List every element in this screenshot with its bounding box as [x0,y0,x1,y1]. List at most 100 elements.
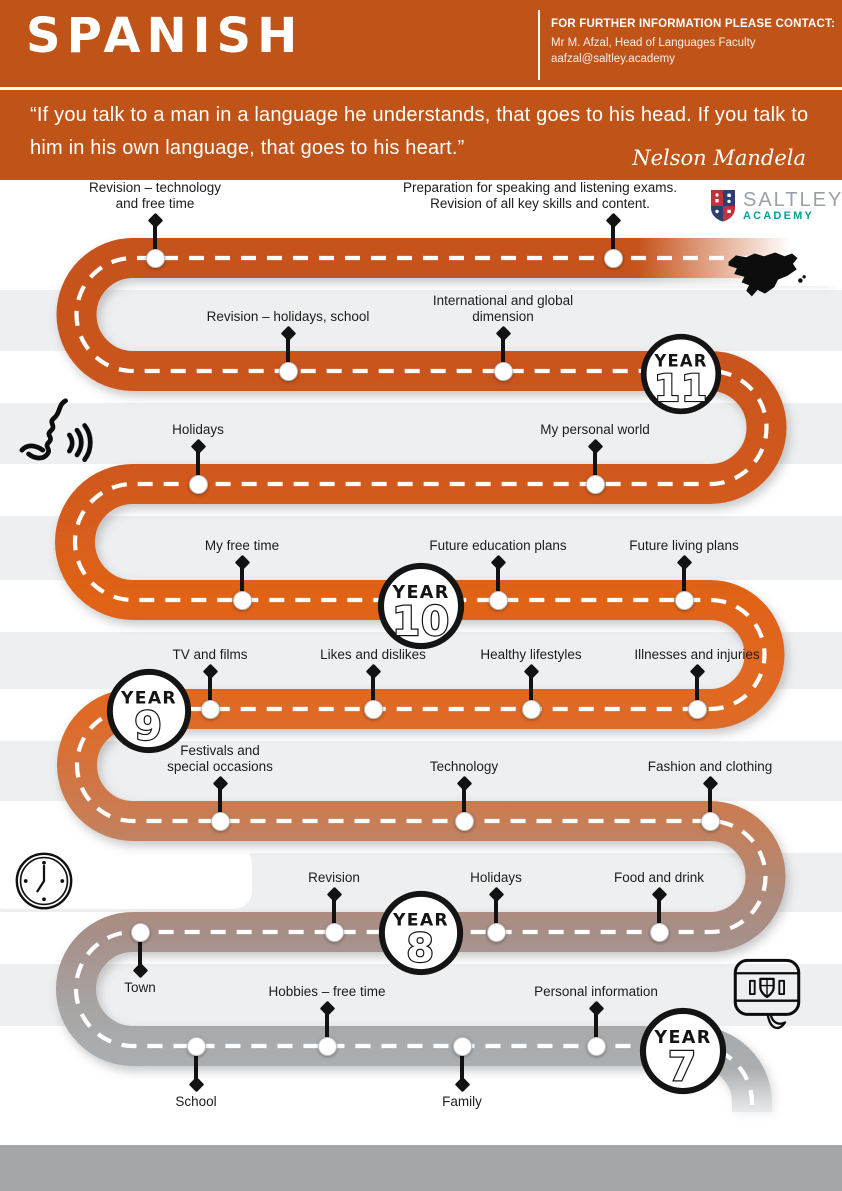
pin-stem [593,446,597,484]
year-number: 8 [406,925,435,971]
milestone-label: Personal information [534,984,658,999]
pin-stem [196,446,200,484]
pin-dot [521,699,541,719]
saltley-logo-text: SALTLEY ACADEMY [743,190,842,223]
header-rule [0,87,842,90]
milestone-label: Family [442,1094,482,1109]
quote-text: “If you talk to a man in a language he u… [30,104,809,159]
pin-stem [462,783,466,821]
contact-name: Mr M. Afzal, Head of Languages Faculty [551,37,756,49]
spain-map-icon [728,252,806,297]
pin-dot [278,361,298,381]
pin-dot [493,361,513,381]
pin-dot [585,474,605,494]
quote-attribution: Nelson Mandela [632,146,806,170]
pin-stem [153,220,157,258]
year-label: YEAR [653,1028,711,1048]
pin-stem [657,894,661,932]
saltley-logo: SALTLEY ACADEMY [710,189,842,223]
speaking-face-icon [19,398,93,463]
pin-stem [138,932,142,970]
milestone-label: School [175,1094,217,1109]
pin-stem [496,562,500,600]
pin-dot [324,922,344,942]
milestone-label: Healthy lifestyles [480,647,582,662]
milestone-label: Illnesses and injuries [634,647,760,662]
pin-dot [232,590,252,610]
milestone-label: Holidays [172,422,224,437]
footer-bar [0,1145,842,1191]
year-label: YEAR [392,910,449,930]
pin-stem [708,783,712,821]
milestone-label: Revision – holidays, school [206,309,370,324]
pin-stem [208,671,212,709]
milestone-label: My free time [204,538,280,553]
milestone-label: Future living plans [629,538,739,553]
saltley-shield-icon [711,190,735,222]
contact-email: aafzal@saltley.academy [551,53,675,65]
contact-block: FOR FURTHER INFORMATION PLEASE CONTACT: … [551,18,836,67]
contact-heading: FOR FURTHER INFORMATION PLEASE CONTACT: [551,18,835,30]
pin-stem [286,333,290,371]
pin-dot [454,811,474,831]
pin-dot [186,1036,206,1056]
year-number: 10 [392,597,450,645]
pin-dot [188,474,208,494]
saltley-academy-label: ACADEMY [743,209,815,222]
milestone-label: Holidays [470,870,522,885]
pin-stem [218,783,222,821]
pin-dot [488,590,508,610]
pin-stem [594,1008,598,1046]
milestone-label: Preparation for speaking and listening e… [403,180,677,211]
milestone-label: Town [124,980,156,995]
year-number: 7 [668,1042,698,1090]
crest-speech-bubble-icon [733,958,801,1030]
pin-stem [371,671,375,709]
milestone-label: Hobbies – free time [268,984,386,999]
pin-dot [486,922,506,942]
pin-dot [363,699,383,719]
pin-dot [674,590,694,610]
pin-stem [240,562,244,600]
road-centerline [72,255,828,1112]
pin-stem [611,220,615,258]
pin-dot [687,699,707,719]
contact-divider [538,10,540,80]
year-label: YEAR [120,688,177,708]
spanish-title: SPANISH [26,8,304,64]
pin-dot [210,811,230,831]
pin-stem [494,894,498,932]
pin-dot [586,1036,606,1056]
milestone-label: Revision [308,870,360,885]
pin-stem [325,1008,329,1046]
pin-dot [317,1036,337,1056]
pin-dot [700,811,720,831]
pin-stem [194,1046,198,1084]
pin-stem [501,333,505,371]
pin-stem [529,671,533,709]
milestone-label: Technology [429,759,499,774]
pin-dot [145,248,165,268]
pin-dot [130,922,150,942]
year-label: YEAR [653,352,707,371]
pin-stem [695,671,699,709]
pin-stem [332,894,336,932]
pin-dot [452,1036,472,1056]
pin-dot [649,922,669,942]
milestone-label: Fashion and clothing [647,759,773,774]
header: SPANISH FOR FURTHER INFORMATION PLEASE C… [0,0,842,180]
milestone-label: TV and films [172,647,248,662]
milestone-label: My personal world [540,422,650,437]
year-number: 11 [654,366,708,410]
pin-dot [200,699,220,719]
pin-stem [682,562,686,600]
